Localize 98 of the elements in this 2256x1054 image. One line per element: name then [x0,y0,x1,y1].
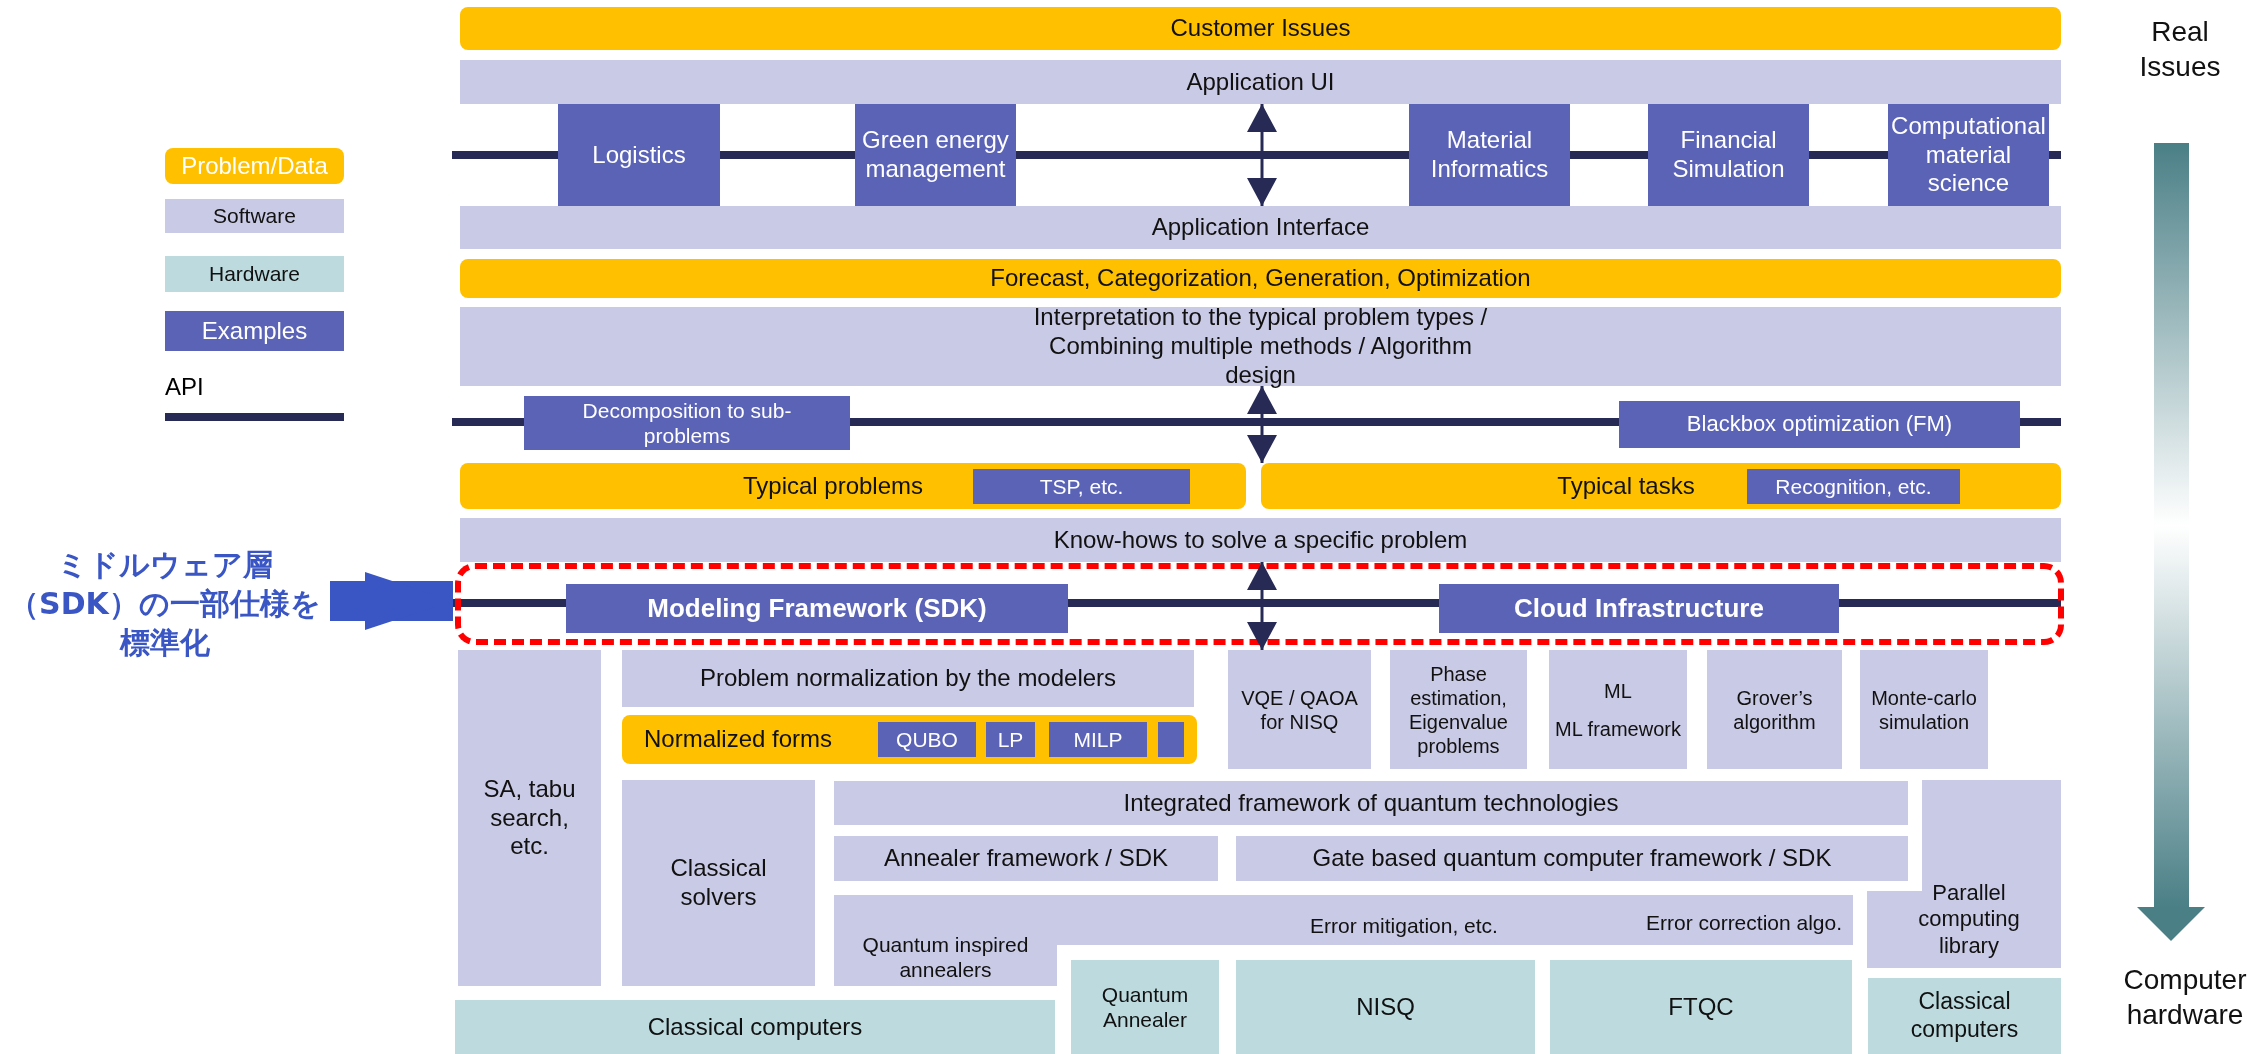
problem-bar [460,7,2061,50]
api-arrow [1247,562,1277,650]
block-arrow [330,572,453,630]
annotation-text: ミドルウェア層（SDK）の一部仕様を標準化 [8,545,322,662]
layer-label: VQE / QAOA for NISQ [1240,685,1359,734]
software-layer [622,780,815,986]
hardware-label: Quantum Annealer [1100,981,1190,1033]
layer-label: Normalized forms [644,725,833,754]
legend-label: Hardware [208,262,300,286]
layer-label: SA, tabu search, etc. [482,774,577,862]
example-box [1888,104,2049,206]
example-box [1439,584,1839,633]
example-box [878,722,976,757]
example-label: TSP, etc. [1039,473,1124,500]
example-box [986,722,1035,757]
example-box [558,104,720,206]
layer-label: Quantum inspired annealers [861,932,1030,983]
hardware-label: Classical computers [647,1012,863,1042]
software-layer [1228,650,1371,769]
layer-label: Customer Issues [1170,14,1351,43]
legend-label: Problem/Data [181,152,328,180]
hardware-label: Classical computers [1909,988,2020,1044]
layer-label: Problem normalization by the modelers [699,664,1117,693]
software-layer [834,836,1218,881]
problem-bar [460,259,2061,298]
api-arrow [1247,386,1277,463]
layer-label: Error mitigation, etc. [1309,913,1499,939]
example-label: Material Informatics [1429,126,1550,184]
software-layer [460,307,2061,386]
layer-label: ML [1604,678,1632,703]
software-layer [1707,650,1842,769]
layer-label: Gate based quantum computer framework / SDK [1312,844,1832,873]
example-box [973,469,1190,504]
software-layer [1390,650,1527,769]
example-label: Green energy management [861,126,1010,184]
example-label: QUBO [896,726,958,753]
layer-label: Phase estimation, Eigenvalue problems [1408,661,1509,758]
example-box [524,396,850,450]
example-label: MILP [1073,726,1123,753]
problem-bar [1261,463,2061,509]
api-arrow [1247,104,1277,206]
axis-label: Computer hardware [2122,963,2248,1032]
example-label: Modeling Framework (SDK) [647,592,987,625]
software-layer [1860,650,1988,769]
hardware-block [1550,960,1852,1054]
example-box [1648,104,1809,206]
software-layer [460,60,2061,104]
software-layer [460,518,2061,562]
hardware-block [1868,978,2061,1054]
layer-label: ML framework [1555,716,1681,741]
layer-label: Typical problems [742,471,924,501]
layer-label: Grover’s algorithm [1732,685,1817,734]
layer-label: Application UI [1186,67,1335,97]
legend-label: Software [213,204,296,228]
highlight-frame [455,563,2064,645]
example-label: Logistics [592,140,686,170]
example-label: Financial Simulation [1671,126,1786,184]
hardware-block [1236,960,1535,1054]
example-box [566,584,1068,633]
hardware-label: NISQ [1356,992,1415,1022]
example-box [1619,401,2020,448]
software-layer [1236,836,1908,881]
example-label: Blackbox optimization (FM) [1686,411,1953,438]
hardware-block [455,1000,1055,1054]
hardware-label: FTQC [1668,992,1734,1022]
example-label: LP [997,726,1024,753]
example-label: Recognition, etc. [1775,473,1932,500]
hardware-block [1071,960,1219,1054]
problem-bar [460,463,1246,509]
layer-label: Forecast, Categorization, Generation, Optimization [990,264,1531,293]
layer-label: Application Interface [1151,213,1370,242]
example-label: Cloud Infrastructure [1514,592,1764,625]
software-layer [1867,780,2061,968]
problem-bar [622,715,1197,764]
legend-label: Examples [201,317,308,345]
example-label: Computational material science [1890,111,2047,199]
layer-label: Interpretation to the typical problem types / Combining multiple methods / Algorithm design [1032,303,1489,390]
software-layer [460,206,2061,249]
layer-label: Error correction algo. [1644,910,1844,936]
empty-example-box [1158,722,1184,757]
example-box [855,104,1016,206]
example-box [1747,469,1960,504]
software-layer [622,650,1194,707]
example-box [1049,722,1147,757]
axis-label: Real Issues [2138,15,2222,84]
software-layer [1549,650,1687,769]
layer-label: Parallel computing library [1917,880,2021,960]
layer-label: Classical solvers [669,854,768,912]
layer-label: Annealer framework / SDK [883,844,1169,873]
example-label: Decomposition to sub-problems [581,397,793,449]
layer-label: Monte-carlo simulation [1870,685,1978,734]
legend-label: API [165,373,204,401]
example-box [1409,104,1570,206]
software-layer [458,650,601,986]
software-layer [834,781,1908,825]
layer-label: Know-hows to solve a specific problem [1053,525,1468,555]
layer-label: Integrated framework of quantum technologies [1123,788,1619,818]
layer-label: Typical tasks [1557,471,1695,501]
